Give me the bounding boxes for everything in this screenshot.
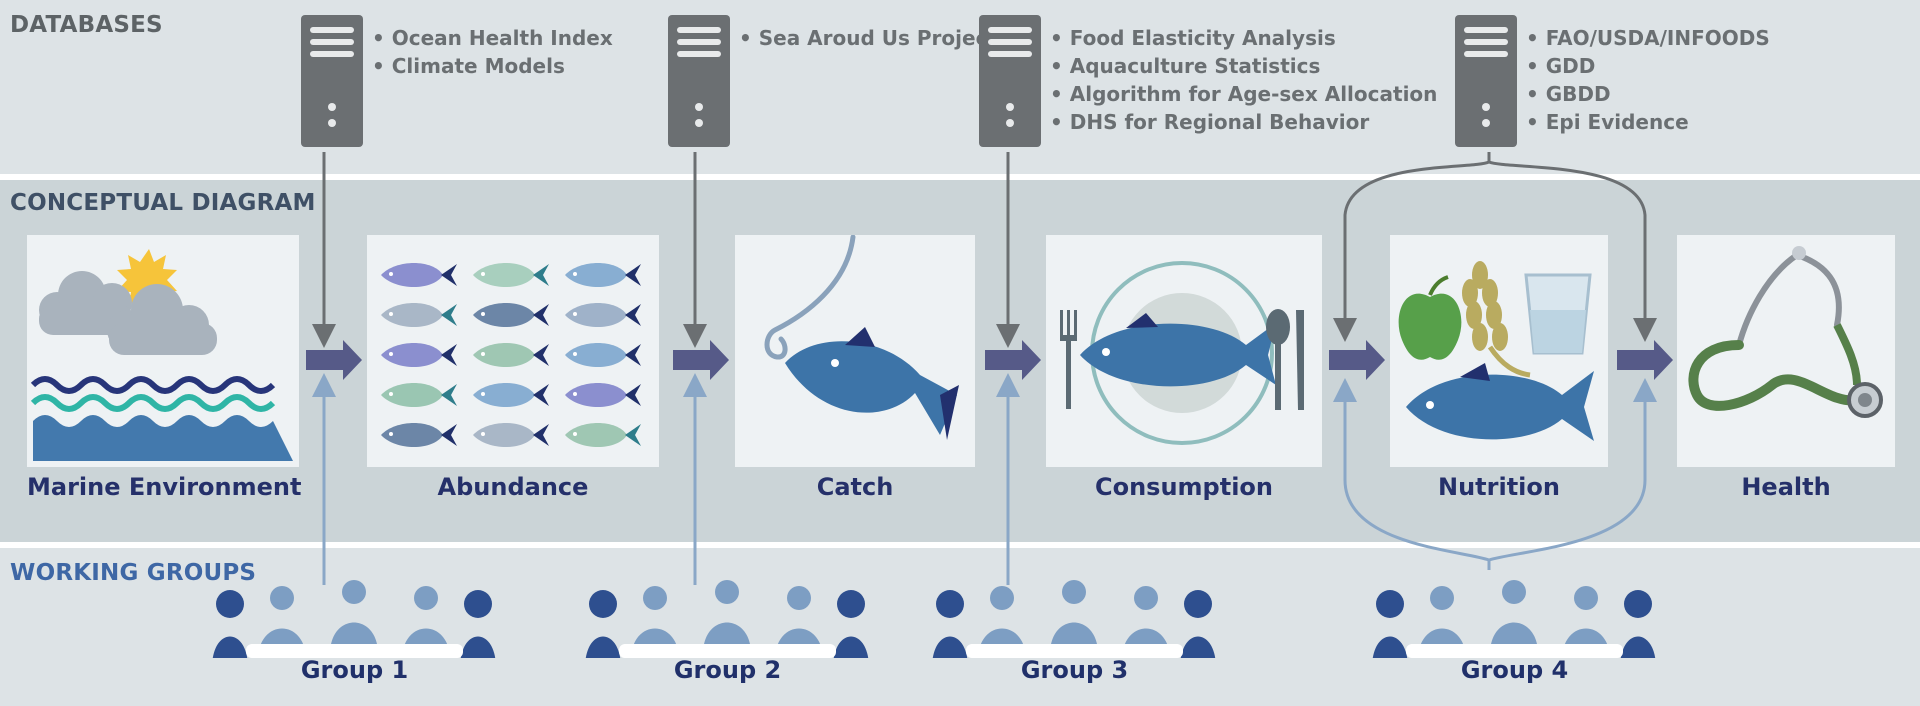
stage-panel-consumption xyxy=(1046,235,1322,467)
flow-arrow xyxy=(985,340,1041,380)
waves-icon xyxy=(30,376,293,461)
fish-icon xyxy=(565,383,641,407)
stage-panel-nutrition xyxy=(1390,235,1608,467)
fork-icon xyxy=(1060,310,1077,409)
working-groups-band xyxy=(0,548,1920,706)
stage-panel-catch xyxy=(735,234,975,467)
stage-panel-abundance xyxy=(367,235,659,467)
people-icon xyxy=(212,580,496,668)
fish-icon xyxy=(381,343,457,367)
fish-icon xyxy=(473,263,549,287)
working-group-1: Group 1 xyxy=(212,578,497,688)
database-item: GDD xyxy=(1526,52,1770,80)
cloud-icon xyxy=(39,271,217,355)
database-item: Food Elasticity Analysis xyxy=(1050,24,1437,52)
flow-arrow xyxy=(1617,340,1673,380)
database-item: Algorithm for Age-sex Allocation xyxy=(1050,80,1438,108)
fish-icon xyxy=(381,263,457,287)
stage-panel-health xyxy=(1677,235,1895,467)
fish-icon xyxy=(1406,363,1594,441)
database-item: GBDD xyxy=(1526,80,1770,108)
database-item: Ocean Health Index xyxy=(372,24,613,52)
group-label: Group 1 xyxy=(300,656,409,684)
database-list-4: FAO/USDA/INFOODS GDD GBDD Epi Evidence xyxy=(1526,24,1770,136)
database-item: DHS for Regional Behavior xyxy=(1050,108,1437,136)
database-item: Sea Aroud Us Project xyxy=(739,24,997,52)
stage-label-nutrition: Nutrition xyxy=(1438,473,1560,501)
fish-icon xyxy=(785,327,959,440)
working-group-3: Group 3 xyxy=(932,578,1217,688)
stage-label-catch: Catch xyxy=(816,473,894,501)
server-icon xyxy=(979,15,1041,147)
fish-icon xyxy=(565,263,641,287)
flow-arrow xyxy=(306,340,362,380)
working-group-4: Group 4 xyxy=(1372,578,1657,688)
fish-icon xyxy=(473,423,549,447)
fishing-hook-icon xyxy=(764,234,856,360)
group-arrow xyxy=(1333,378,1491,570)
database-item: Aquaculture Statistics xyxy=(1050,52,1437,80)
stage-label-health: Health xyxy=(1741,473,1831,501)
glass-icon xyxy=(1524,273,1592,355)
databases-heading: DATABASES xyxy=(10,12,163,38)
database-item: Epi Evidence xyxy=(1526,108,1770,136)
people-icon xyxy=(932,580,1216,668)
conceptual-heading: CONCEPTUAL DIAGRAM xyxy=(10,190,316,216)
fish-school-icon xyxy=(381,263,641,447)
working-groups-heading: WORKING GROUPS xyxy=(10,560,257,586)
people-icon xyxy=(1372,580,1656,668)
fish-icon xyxy=(473,303,549,327)
group-label: Group 4 xyxy=(1460,656,1569,684)
fish-icon xyxy=(1080,313,1276,387)
database-arrow xyxy=(1333,152,1491,342)
server-icon xyxy=(668,15,730,147)
stage-label-consumption: Consumption xyxy=(1094,473,1274,501)
database-list-1: Ocean Health Index Climate Models xyxy=(372,24,613,80)
people-icon xyxy=(585,580,869,668)
group-label: Group 2 xyxy=(673,656,782,684)
fish-icon xyxy=(565,303,641,327)
database-item: Climate Models xyxy=(372,52,613,80)
flow-arrow xyxy=(1329,340,1385,380)
apple-icon xyxy=(1398,275,1462,360)
fish-icon xyxy=(473,343,549,367)
fish-icon xyxy=(565,343,641,367)
spoon-icon xyxy=(1266,309,1290,410)
group-label: Group 3 xyxy=(1020,656,1129,684)
flow-arrow xyxy=(673,340,729,380)
group-arrow xyxy=(1487,378,1657,570)
database-list-3: Food Elasticity Analysis Aquaculture Sta… xyxy=(1050,24,1438,136)
database-arrow xyxy=(1487,152,1657,342)
fish-icon xyxy=(565,423,641,447)
fish-icon xyxy=(381,383,457,407)
fish-icon xyxy=(381,423,457,447)
database-item: FAO/USDA/INFOODS xyxy=(1526,24,1770,52)
fish-icon xyxy=(473,383,549,407)
wheat-icon xyxy=(1462,261,1531,378)
server-icon xyxy=(1455,15,1517,147)
stage-label-marine-environment: Marine Environment xyxy=(27,473,302,501)
stage-panel-marine-environment xyxy=(27,235,299,467)
fish-icon xyxy=(381,303,457,327)
working-group-2: Group 2 xyxy=(585,578,870,688)
stethoscope-icon xyxy=(1688,246,1883,418)
knife-icon xyxy=(1296,310,1304,410)
stage-label-abundance: Abundance xyxy=(437,473,589,501)
server-icon xyxy=(301,15,363,147)
database-list-2: Sea Aroud Us Project xyxy=(739,24,997,52)
